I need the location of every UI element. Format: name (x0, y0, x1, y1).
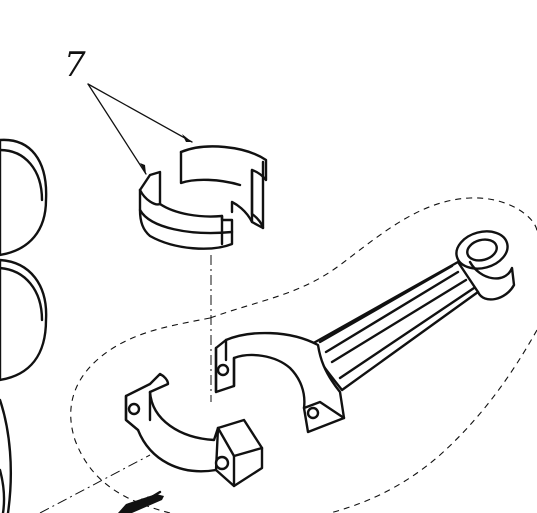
connecting-rod (214, 230, 516, 434)
bolt-axis-line (39, 454, 151, 513)
upper-bearing-shell (179, 145, 268, 230)
callout-label-7: 7 (64, 45, 86, 85)
assembly-boundary-dashed (70, 197, 537, 513)
rod-cap (124, 372, 264, 488)
lower-bearing-shell (138, 170, 234, 250)
crankshaft-discs (0, 138, 48, 513)
callout-7: 7 (64, 45, 193, 175)
rod-bolt (118, 490, 164, 513)
